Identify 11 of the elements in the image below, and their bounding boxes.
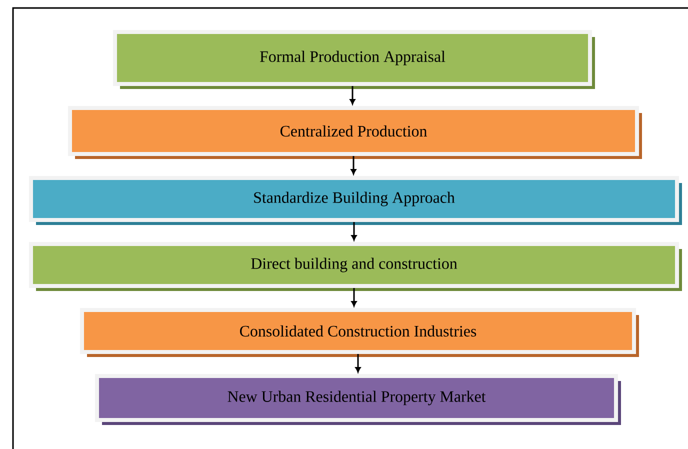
process-box: Standardize Building Approach bbox=[29, 176, 682, 225]
arrow bbox=[355, 354, 361, 372]
arrow bbox=[350, 156, 356, 174]
process-box: Formal Production Appraisal bbox=[113, 30, 595, 89]
arrow bbox=[351, 222, 357, 240]
process-box: New Urban Residential Property Market bbox=[95, 374, 621, 425]
process-box: Consolidated Construction Industries bbox=[80, 308, 639, 357]
arrow bbox=[350, 86, 356, 104]
arrow bbox=[351, 288, 357, 306]
process-box: Direct building and construction bbox=[29, 242, 682, 291]
process-box: Centralized Production bbox=[68, 106, 642, 159]
